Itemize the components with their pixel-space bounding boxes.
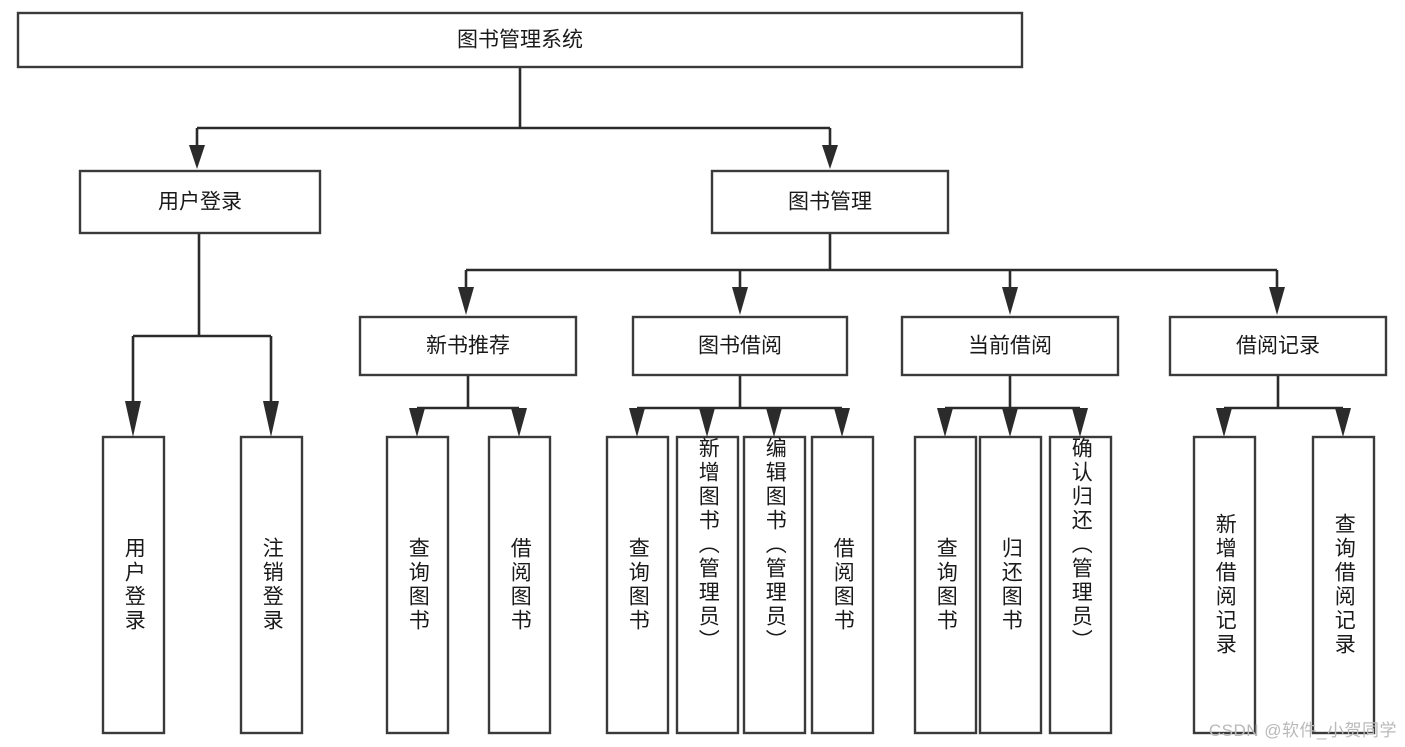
arrow-head-leaf-edit-book — [766, 408, 782, 437]
node-borrow-record-box[interactable] — [1168, 315, 1388, 377]
node-new-book-rec-label: 新书推荐 — [426, 335, 510, 358]
node-root-label: 图书管理系统 — [457, 29, 583, 52]
node-user-login-label: 用户登录 — [158, 191, 242, 214]
arrow-head-leaf-query-record — [1335, 408, 1351, 437]
node-current-borrow-box[interactable] — [900, 315, 1120, 377]
arrow-head-leaf-query-book-2 — [629, 408, 645, 437]
node-leaf-edit-book-box[interactable] — [742, 435, 807, 735]
node-user-login-box[interactable] — [78, 169, 322, 235]
arrow-head-leaf-add-record — [1216, 408, 1232, 437]
arrow-head-leaf-query-book-3 — [937, 408, 953, 437]
arrow-head-leaf-return-book — [1002, 408, 1018, 437]
connector-group-book-manage — [458, 233, 1285, 315]
node-book-manage-label: 图书管理 — [788, 191, 872, 214]
arrow-head-book-manage — [822, 145, 838, 169]
node-leaf-confirm-return-box[interactable] — [1048, 435, 1113, 735]
connector-group-book-borrow — [629, 375, 850, 437]
connector-group-user-login — [125, 233, 279, 437]
arrow-head-leaf-user-login — [125, 401, 141, 437]
node-leaf-query-record-box[interactable] — [1311, 435, 1376, 735]
arrow-head-leaf-borrow-book-1 — [511, 408, 527, 437]
arrow-head-leaf-confirm-return — [1072, 408, 1088, 437]
node-leaf-query-book-2-box[interactable] — [605, 435, 670, 735]
watermark-text: CSDN @软件_小贺同学 — [1208, 721, 1397, 740]
node-leaf-query-book-3-box[interactable] — [913, 435, 978, 735]
arrow-head-book-borrow — [732, 287, 748, 315]
connector-group-root — [189, 67, 838, 169]
node-book-borrow-label: 图书借阅 — [698, 335, 782, 358]
connector-group-borrow-record — [1216, 375, 1351, 437]
node-leaf-user-login-box[interactable] — [101, 435, 166, 735]
node-leaf-add-book-box[interactable] — [675, 435, 740, 735]
node-leaf-add-record-box[interactable] — [1192, 435, 1257, 735]
arrow-head-leaf-query-book-1 — [409, 408, 425, 437]
node-book-borrow-box[interactable] — [631, 315, 849, 377]
node-leaf-user-logout-box[interactable] — [239, 435, 304, 735]
node-leaf-return-book-box[interactable] — [978, 435, 1043, 735]
node-current-borrow-label: 当前借阅 — [968, 335, 1052, 358]
node-leaf-borrow-book-1-box[interactable] — [487, 435, 552, 735]
node-borrow-record-label: 借阅记录 — [1236, 335, 1320, 358]
node-leaf-borrow-book-2-box[interactable] — [810, 435, 875, 735]
node-new-book-rec-box[interactable] — [358, 315, 578, 377]
arrow-head-new-book-rec — [458, 287, 474, 315]
connector-group-current-borrow — [937, 375, 1088, 437]
arrow-head-borrow-record — [1269, 287, 1285, 315]
arrow-head-current-borrow — [1002, 287, 1018, 315]
connector-group-new-book-rec — [409, 375, 527, 437]
arrow-head-leaf-user-logout — [263, 401, 279, 437]
arrow-head-leaf-borrow-book-2 — [834, 408, 850, 437]
node-root-box[interactable] — [16, 11, 1024, 69]
node-leaf-query-book-1-box[interactable] — [385, 435, 450, 735]
arrow-head-user-login — [189, 145, 205, 169]
node-book-manage-box[interactable] — [710, 169, 950, 235]
arrow-head-leaf-add-book — [699, 408, 715, 437]
